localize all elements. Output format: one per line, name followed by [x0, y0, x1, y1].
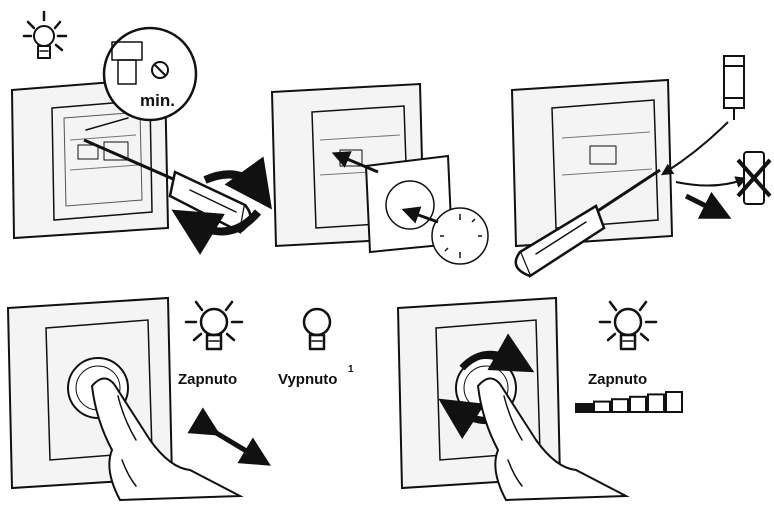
level-segment — [612, 399, 628, 412]
level-segment — [576, 404, 592, 412]
zoom-label-min: min. — [140, 91, 175, 110]
arrow-icon — [666, 122, 728, 172]
footnote-marker: 1 — [348, 364, 354, 375]
arrow-icon — [686, 196, 718, 212]
off-label: Vypnuto — [278, 371, 337, 388]
on-label: Zapnuto — [588, 371, 647, 388]
bulb-glowing-icon — [600, 302, 656, 349]
crossed-out-fuse-icon — [738, 152, 770, 204]
level-segment — [594, 402, 610, 412]
level-segment — [666, 392, 682, 412]
level-segment — [630, 397, 646, 412]
fuse-icon — [724, 56, 744, 120]
bulb-off-icon — [304, 309, 330, 349]
bulb-glowing-icon — [24, 12, 66, 58]
panel-attach-cover — [272, 84, 488, 264]
panel-replace-fuse — [512, 56, 770, 276]
bulb-glowing-icon — [186, 302, 242, 349]
level-segment — [648, 394, 664, 412]
brightness-level-icon — [576, 392, 682, 412]
panel-rotate-dim: Zapnuto — [398, 298, 682, 500]
arrow-icon — [676, 180, 742, 186]
panel-push-toggle: Zapnuto Vypnuto 1 — [8, 298, 354, 500]
on-label: Zapnuto — [178, 371, 237, 388]
double-arrow-icon — [208, 428, 258, 458]
panel-adjust-minimum: min. — [12, 12, 258, 238]
knob-dial — [432, 208, 488, 264]
